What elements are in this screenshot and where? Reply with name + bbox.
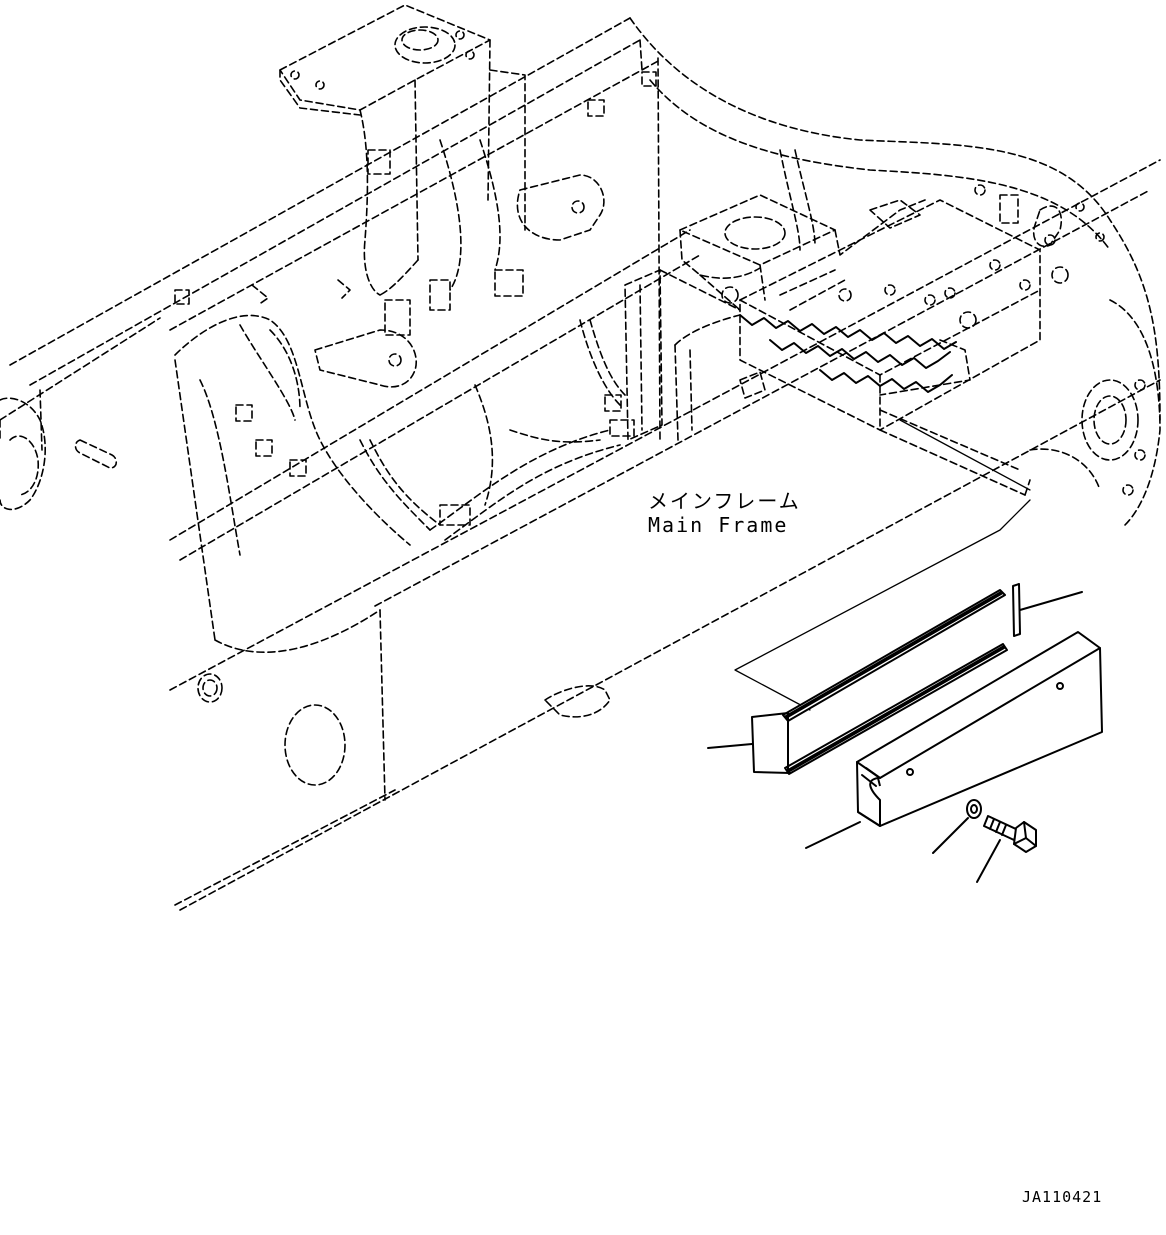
- seal-strip-vertical-icon: [1012, 583, 1021, 637]
- main-frame-label-jp: メインフレーム: [648, 489, 801, 513]
- swing-circle-mount: [679, 149, 926, 311]
- plate-icon: [751, 712, 791, 774]
- main-frame-label-en: Main Frame: [648, 513, 789, 537]
- frame-lugs: [174, 71, 657, 526]
- leader-bolt: [976, 839, 1001, 883]
- main-frame-body: [0, 17, 1161, 911]
- washer-icon: [966, 799, 982, 819]
- serrated-steps: [739, 314, 971, 396]
- seal-strip-long-icon: [782, 589, 1006, 722]
- bolt-icon: [983, 815, 1037, 853]
- upper-bracket: [279, 4, 526, 296]
- central-braces: [359, 319, 626, 541]
- rear-flange: [1029, 299, 1161, 526]
- control-box: [721, 184, 1105, 496]
- left-curved-plate: [174, 314, 411, 653]
- cover-bracket-icon: [856, 631, 1103, 827]
- drawing-code: JA110421: [1022, 1188, 1103, 1206]
- leader-washer: [932, 817, 969, 854]
- installation-plane: [734, 499, 1031, 711]
- leader-plate: [707, 743, 753, 749]
- exploded-parts: [707, 419, 1103, 883]
- leader-vertical-strip: [1019, 591, 1083, 611]
- vertical-post: [197, 269, 766, 786]
- leader-cover: [805, 821, 861, 849]
